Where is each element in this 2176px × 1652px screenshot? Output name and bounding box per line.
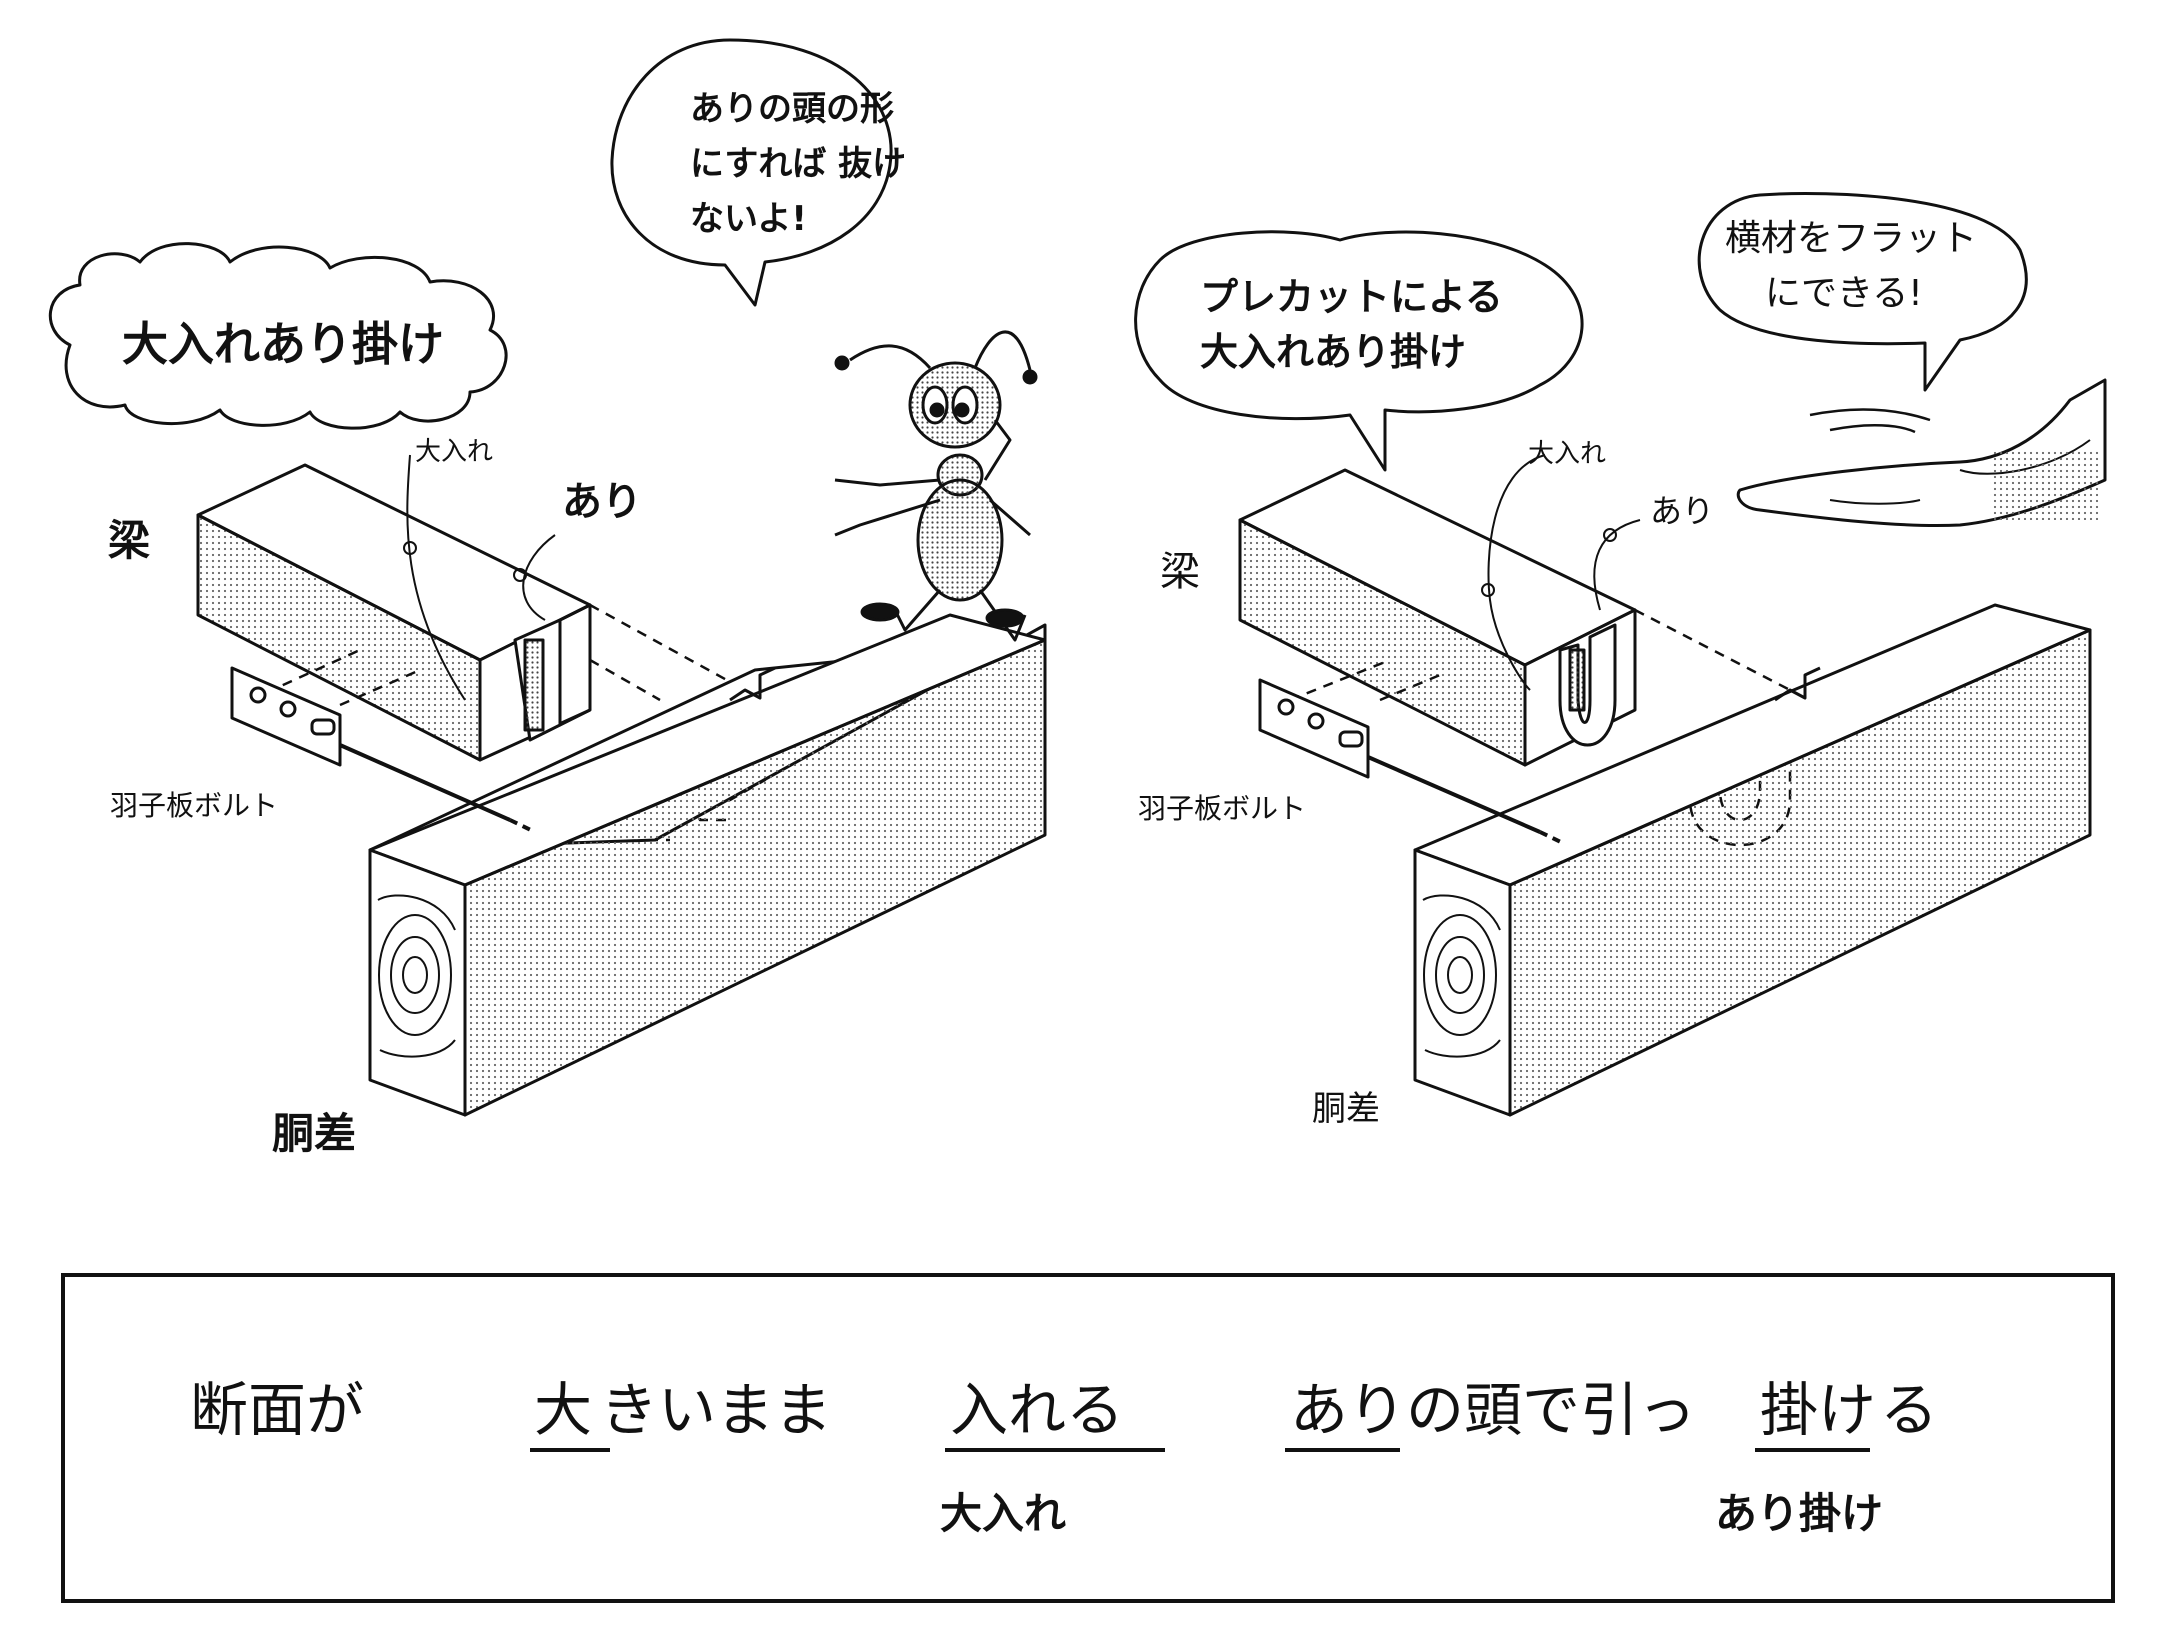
left-dosashi-end (368, 848, 467, 1117)
ant-speech-line-3: ないよ! (690, 199, 807, 239)
hand-speech-bubble (1697, 192, 2028, 392)
caption-seg-4: 入れる (950, 1376, 1124, 1444)
left-bubble-title: 大入れあり掛け (122, 317, 444, 371)
caption-sub-arikake: あり掛け (1715, 1489, 1883, 1538)
caption-seg-6: 掛け (1760, 1376, 1876, 1444)
right-label-beam: 梁 (1160, 549, 1200, 595)
caption-box (61, 1273, 2115, 1603)
left-label-beam: 梁 (108, 516, 150, 565)
caption-seg-7: る (1880, 1376, 1938, 1444)
right-dosashi-end (1413, 848, 1512, 1117)
ant-character (834, 330, 1038, 642)
caption-sub-oire: 大入れ (940, 1489, 1066, 1538)
right-label-ari: あり (1650, 492, 1714, 530)
right-illustration (1134, 192, 2107, 1117)
caption-seg-3: きいまま (600, 1376, 832, 1444)
right-label-dosashi: 胴差 (1312, 1089, 1380, 1129)
ant-speech-bubble (610, 38, 893, 307)
hand-speech-line-1: 横材をフラット (1725, 218, 1977, 259)
caption-seg-5: ありの頭で引っ (1290, 1376, 1696, 1444)
left-label-ari: あり (562, 479, 642, 525)
left-illustration (48, 38, 1047, 1117)
left-label-dosashi: 胴差 (272, 1109, 356, 1158)
flat-hand (1736, 378, 2107, 528)
hand-speech-line-2: にできる! (1765, 273, 1923, 314)
caption-main: 断面が 大 きいまま 入れる ありの頭で引っ 掛け る (190, 1376, 1938, 1444)
precut-bubble-line-1: プレカットによる (1200, 275, 1503, 319)
ant-speech-line-1: ありの頭の形 (690, 89, 894, 129)
left-label-bolt: 羽子板ボルト (110, 789, 278, 822)
left-title-bubble (48, 242, 508, 430)
right-label-bolt: 羽子板ボルト (1138, 792, 1306, 825)
left-label-oire: 大入れ (415, 437, 493, 467)
caption-seg-2: 大 (534, 1376, 592, 1444)
precut-bubble-line-2: 大入れあり掛け (1200, 330, 1466, 374)
caption-seg-1: 断面が (190, 1376, 364, 1444)
right-label-oire: 大入れ (1528, 439, 1606, 469)
precut-speech-bubble (1134, 230, 1584, 472)
ant-speech-line-2: にすれば 抜け (690, 144, 906, 184)
